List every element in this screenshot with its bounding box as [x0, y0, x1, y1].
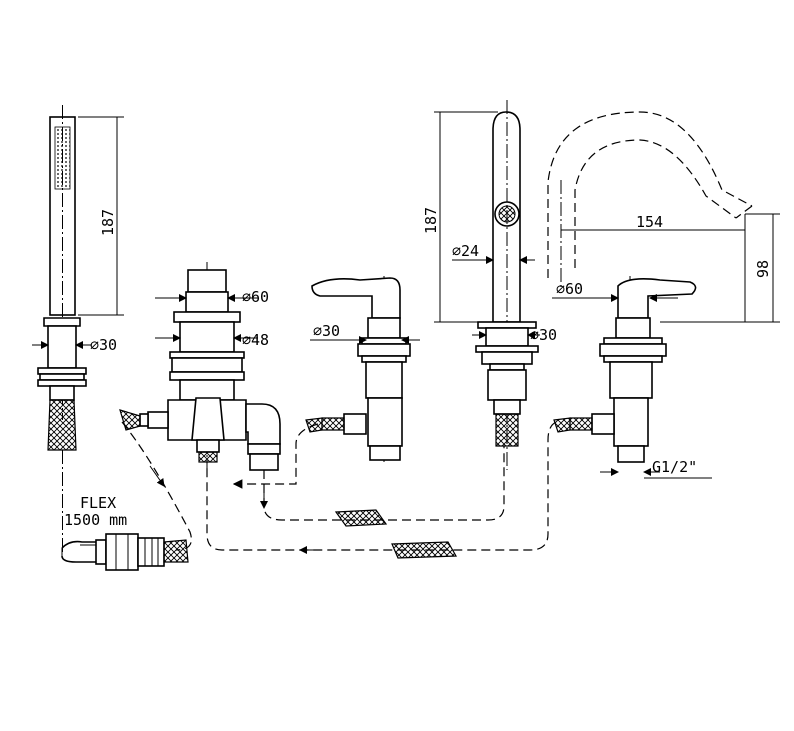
diverter-body-dimension: ⌀48	[155, 331, 269, 349]
flex-label: FLEX	[80, 494, 116, 512]
left-mixer-dimension: ⌀30	[310, 322, 420, 344]
spout-rotated-outline	[547, 111, 753, 290]
flex-length-label: 1500 mm	[64, 511, 127, 529]
spout-height-label: 187	[422, 207, 440, 234]
hand-shower-height-label: 187	[99, 209, 117, 236]
spout-base-diameter-label: ⌀30	[530, 326, 557, 344]
spout	[475, 100, 539, 470]
flex-hose-fitting	[61, 533, 189, 571]
spout-diameter-dimension: ⌀24	[452, 242, 535, 264]
diverter-valve	[119, 262, 281, 475]
left-mixer-diameter-label: ⌀30	[313, 322, 340, 340]
connection-thread-label: G1/2"	[652, 458, 697, 476]
flex-note: FLEX 1500 mm	[64, 494, 127, 529]
hand-shower-diameter-label: ⌀30	[90, 336, 117, 354]
hose-routing	[61, 421, 557, 559]
connection-thread-dimension: G1/2"	[600, 458, 712, 479]
hand-shower-height-dimension: 187	[78, 116, 124, 316]
spout-outlet-height-dimension: 98	[660, 213, 780, 323]
right-mixer-dimension: ⌀60	[552, 280, 678, 302]
spout-reach-dimension: 154	[561, 213, 746, 322]
spout-outlet-height-label: 98	[754, 260, 772, 278]
hand-shower-diameter-dimension: ⌀30	[32, 336, 117, 354]
spout-diameter-label: ⌀24	[452, 242, 479, 260]
diverter-top-dimension: ⌀60	[155, 288, 269, 306]
right-mixer-diameter-label: ⌀60	[556, 280, 583, 298]
spout-base-dimension: ⌀30	[472, 326, 557, 344]
hand-shower	[37, 105, 87, 555]
spout-height-dimension: 187	[422, 111, 498, 323]
diverter-top-diameter-label: ⌀60	[242, 288, 269, 306]
spout-reach-label: 154	[636, 213, 663, 231]
left-mixer	[305, 276, 411, 462]
right-mixer	[553, 276, 697, 463]
diverter-body-diameter-label: ⌀48	[242, 331, 269, 349]
